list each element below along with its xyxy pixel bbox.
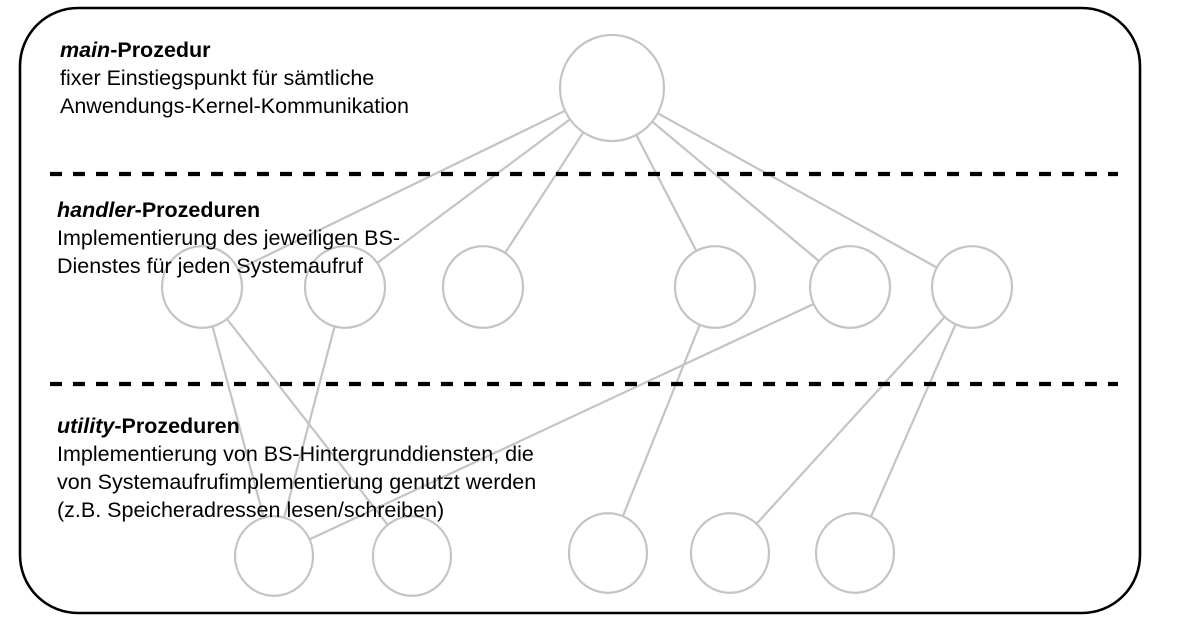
section-keyword-main: main (60, 38, 111, 62)
graph-node-n-h2[interactable] (303, 245, 387, 329)
section-desc-utility-line-3: (z.B. Speicheradressen lesen/schreiben) (57, 498, 445, 522)
graph-edge (869, 321, 958, 520)
graph-edge (375, 117, 573, 265)
graph-edge (235, 109, 568, 272)
label-block-utility: utility-Prozeduren Implementierung von B… (57, 412, 536, 524)
graph-edge (282, 323, 337, 521)
graph-edge (754, 314, 947, 526)
graph-edge (655, 111, 939, 270)
graph-node-n-main[interactable] (558, 33, 666, 143)
section-desc-handler-line-2: Dienstes für jeden Systemaufruf (57, 254, 363, 278)
section-desc-handler-line-1: Implementierung des jeweiligen BS- (57, 226, 400, 250)
section-desc-utility-line-1: Implementierung von BS-Hintergrunddienst… (57, 442, 534, 466)
graph-edge (634, 132, 699, 254)
section-title-utility: utility-Prozeduren (57, 412, 536, 440)
graph-edge (224, 316, 390, 528)
section-desc-main-line-1: fixer Einstiegspunkt für sämtliche (60, 66, 375, 90)
graph-edge (503, 129, 586, 256)
graph-node-n-u4[interactable] (689, 512, 771, 594)
label-block-main: main-Prozedur fixer Einstiegspunkt für s… (60, 36, 409, 120)
section-title-handler: handler-Prozeduren (57, 196, 400, 224)
section-title-suffix-handler: -Prozeduren (134, 198, 261, 222)
label-block-handler: handler-Prozeduren Implementierung des j… (57, 196, 400, 280)
graph-node-n-h1[interactable] (160, 245, 244, 329)
section-keyword-handler: handler (57, 198, 135, 222)
section-desc-main-line-2: Anwendungs-Kernel-Kommunikation (60, 94, 409, 118)
graph-node-n-u3[interactable] (567, 512, 649, 594)
graph-node-n-u5[interactable] (814, 512, 896, 594)
section-desc-utility-line-2: von Systemaufrufimplementierung genutzt … (57, 470, 537, 494)
section-title-main: main-Prozedur (60, 36, 409, 64)
node-layer (160, 33, 1014, 597)
section-title-suffix-utility: -Prozeduren (114, 414, 240, 438)
graph-node-n-h3[interactable] (441, 245, 525, 329)
divider-layer (50, 171, 1118, 387)
graph-node-n-h6[interactable] (930, 245, 1014, 329)
graph-edge (621, 322, 702, 519)
graph-node-n-u2[interactable] (371, 515, 453, 597)
edge-layer (210, 109, 958, 542)
diagram-frame (18, 6, 1142, 615)
frame-layer (18, 6, 1142, 615)
section-keyword-utility: utility (57, 414, 115, 438)
graph-edge (650, 119, 822, 264)
graph-node-n-h4[interactable] (673, 245, 757, 329)
graph-edge (307, 302, 816, 542)
graph-edge (210, 323, 266, 521)
graph-node-n-u1[interactable] (233, 515, 315, 597)
graph-node-n-h5[interactable] (808, 245, 892, 329)
section-title-suffix-main: -Prozedur (110, 38, 211, 62)
